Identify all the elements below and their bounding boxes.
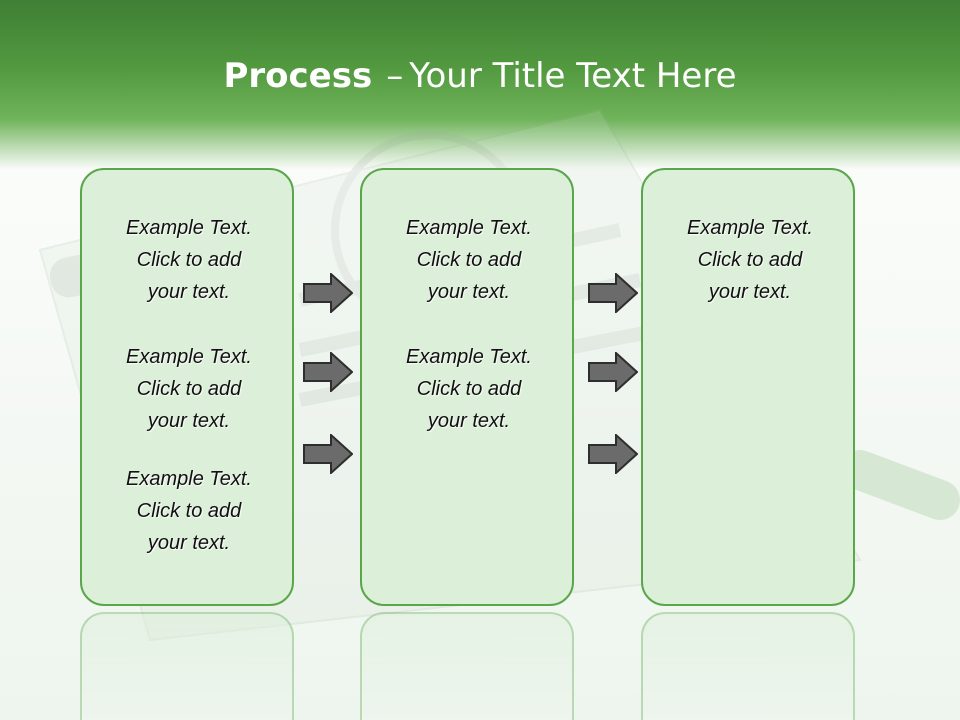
text-line: your text. bbox=[147, 532, 231, 554]
text-line: Example Text. bbox=[126, 346, 252, 368]
process-panel-2[interactable]: Example Text. Click to add your text. Ex… bbox=[360, 168, 574, 606]
text-line: Example Text. bbox=[126, 468, 252, 490]
text-line: your text. bbox=[427, 281, 511, 303]
panel-2-text-2[interactable]: Example Text. Click to add your text. bbox=[362, 341, 576, 437]
text-line: Example Text. bbox=[687, 217, 813, 239]
right-arrow-icon bbox=[588, 352, 638, 392]
right-arrow-icon bbox=[303, 352, 353, 392]
right-arrow-icon bbox=[588, 273, 638, 313]
text-line: Click to add bbox=[416, 249, 522, 271]
text-line: your text. bbox=[708, 281, 792, 303]
text-line: Example Text. bbox=[406, 346, 532, 368]
text-line: Click to add bbox=[697, 249, 803, 271]
panel-3-text-1[interactable]: Example Text. Click to add your text. bbox=[643, 212, 857, 308]
panel-1-text-1[interactable]: Example Text. Click to add your text. bbox=[82, 212, 296, 308]
page-title[interactable]: Process–Your Title Text Here bbox=[0, 52, 960, 100]
title-rest: Your Title Text Here bbox=[409, 56, 737, 96]
text-line: Click to add bbox=[136, 249, 242, 271]
process-panel-3[interactable]: Example Text. Click to add your text. bbox=[641, 168, 855, 606]
text-line: Click to add bbox=[416, 378, 522, 400]
panel-1-reflection bbox=[80, 612, 294, 720]
header-band bbox=[0, 0, 960, 170]
text-line: your text. bbox=[147, 281, 231, 303]
right-arrow-icon bbox=[588, 434, 638, 474]
title-dash: – bbox=[386, 56, 404, 96]
title-bold: Process bbox=[223, 56, 373, 96]
text-line: Click to add bbox=[136, 378, 242, 400]
panel-2-reflection bbox=[360, 612, 574, 720]
panel-3-reflection bbox=[641, 612, 855, 720]
right-arrow-icon bbox=[303, 273, 353, 313]
panel-1-text-3[interactable]: Example Text. Click to add your text. bbox=[82, 463, 296, 559]
text-line: Example Text. bbox=[406, 217, 532, 239]
text-line: Click to add bbox=[136, 500, 242, 522]
right-arrow-icon bbox=[303, 434, 353, 474]
panel-2-text-1[interactable]: Example Text. Click to add your text. bbox=[362, 212, 576, 308]
text-line: Example Text. bbox=[126, 217, 252, 239]
process-panel-1[interactable]: Example Text. Click to add your text. Ex… bbox=[80, 168, 294, 606]
text-line: your text. bbox=[147, 410, 231, 432]
panel-1-text-2[interactable]: Example Text. Click to add your text. bbox=[82, 341, 296, 437]
text-line: your text. bbox=[427, 410, 511, 432]
